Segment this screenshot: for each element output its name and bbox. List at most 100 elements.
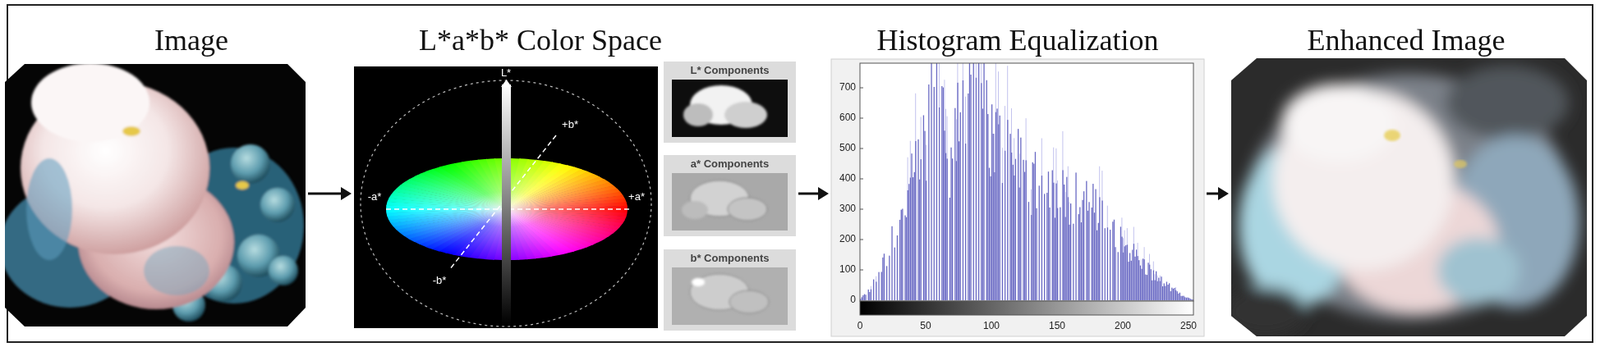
histogram-bar [1175,287,1177,301]
histogram-bar [870,289,872,301]
histogram-bar [949,197,951,301]
histogram-bar [942,87,944,301]
histogram-bar [962,80,964,301]
tick-label: 100 [983,321,1000,332]
histogram-bar [1017,128,1019,301]
histogram-bar [933,87,935,301]
histogram-bar [891,226,892,301]
histogram-bar [1121,237,1122,301]
histogram-bar [956,160,957,301]
histogram-bar [983,63,984,301]
histogram-bar [1062,131,1063,301]
histogram-bar [956,63,958,301]
histogram-bar [1133,227,1135,301]
histogram-bar [969,63,971,301]
component-label: a* Components [690,157,769,171]
histogram-bar [873,280,874,301]
histogram-bar [950,147,952,301]
tick-label: 100 [839,264,856,276]
histogram-bar [938,107,940,301]
tick-label: 0 [857,321,864,332]
histogram-bar [945,109,947,301]
a-thumb [671,173,788,231]
histogram-bar [1160,276,1162,301]
tick-label: 0 [850,294,856,306]
panel-title: Enhanced Image [1307,23,1506,58]
histogram-bar [1030,189,1032,301]
histogram-bar [1112,221,1113,301]
histogram-bar [1164,286,1166,301]
histogram-bar [875,276,877,301]
histogram-bar [1094,189,1096,301]
histogram-bar [1015,159,1017,301]
histogram-bar [1167,285,1168,301]
histogram-bar [1055,183,1057,301]
gray-ramp [859,301,1194,316]
histogram-bar [1067,197,1069,301]
component-box: a* Components [663,155,796,237]
histogram-bar [1126,228,1128,301]
histogram-bar [1039,185,1040,301]
histogram-bar [925,180,927,301]
histogram-bar [1149,254,1150,301]
histogram-bar [1113,220,1115,301]
histogram-bar [1068,202,1070,301]
histogram-bar [947,158,948,301]
sphere-background [354,66,658,329]
histogram-bar [930,63,932,301]
component-label: L* Components [690,64,770,78]
histogram-bar [1186,297,1187,301]
histogram-bar [996,108,998,301]
histogram-bar [1124,230,1126,301]
histogram-bar [941,86,943,301]
histogram-bar [962,63,964,301]
endoscopy-image [0,63,306,327]
flow-arrow [1206,187,1229,201]
histogram-bar [945,153,947,301]
histogram-bar [868,289,869,301]
histogram-bar [980,82,982,301]
histogram-bar [1133,243,1135,301]
histogram-bar [1188,298,1190,301]
histogram-bar [1032,162,1034,301]
histogram-bar [1177,291,1178,301]
thumb-panel [663,155,796,237]
histogram-bar [1138,260,1140,301]
histogram-bar [1006,119,1008,301]
l-thumb [671,79,788,138]
histogram-bar [1173,288,1175,301]
histogram-bar [1065,217,1067,301]
histogram-bar [1002,183,1003,301]
histogram-bar [1075,172,1076,301]
histogram-bar [1101,170,1103,301]
histogram-bar [999,115,1001,301]
tick-label: 200 [839,234,856,245]
histogram-bar [938,63,940,301]
histogram-bar [1144,259,1145,301]
histogram-bar [1131,261,1132,301]
histogram-bar [910,178,911,301]
histogram-bar [1043,193,1045,301]
histogram-bar [1127,262,1129,301]
histogram-bar [967,93,969,301]
lab-sphere [354,66,658,329]
histogram-bar [1122,238,1124,301]
histogram-bar [1098,223,1099,301]
histogram-bar [899,220,901,301]
axis-label: +a* [628,191,645,203]
histogram-bar [1171,288,1173,301]
histogram-bar [896,235,898,301]
histogram-bar [917,139,919,301]
histogram-bar [975,78,977,301]
panel-title: Histogram Equalization [877,23,1159,58]
histogram-bar [1022,160,1024,301]
dye-streak [143,246,210,296]
histogram-bar [1006,65,1008,301]
histogram-bar [1109,229,1111,301]
histogram-bar [1154,274,1155,301]
component-label: b* Components [690,252,770,266]
histogram-bar [1149,265,1150,301]
component-box: L* Components [663,61,796,143]
histogram-bar [943,130,945,301]
